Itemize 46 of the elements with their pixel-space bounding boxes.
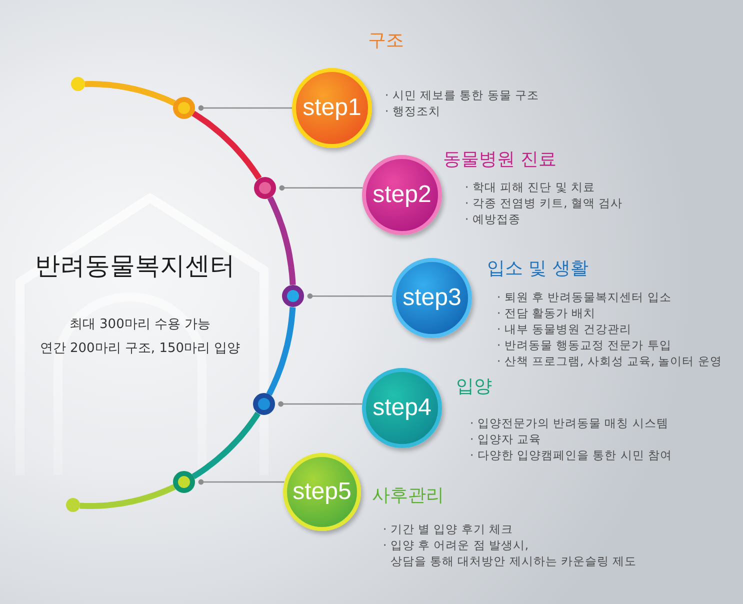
step-heading: 사후관리: [372, 484, 444, 508]
arc-line: [266, 307, 296, 396]
connector-line: [198, 479, 284, 485]
arc-line: [80, 484, 176, 509]
connector-line: [198, 105, 292, 111]
bullet-item: · 입양 후 어려운 점 발생시, 상담을 통해 대처방안 제시하는 카운슬링 제도: [383, 537, 637, 569]
connector-line: [278, 401, 362, 407]
arc-line: [192, 110, 262, 180]
bullet-item: · 예방접종: [465, 211, 520, 227]
end-dot: [71, 77, 85, 92]
ring-dot: [282, 285, 304, 308]
bullet-item: · 각종 전염병 키트, 혈액 검사: [465, 195, 623, 211]
bullet-item: · 내부 동물병원 건강관리: [497, 321, 632, 337]
step-heading: 동물병원 진료: [443, 148, 557, 172]
bullet-item: · 다양한 입양캠페인을 통한 시민 참여: [470, 447, 672, 463]
step-heading: 입양: [456, 375, 492, 399]
note-text: 최대 300마리 수용 가능: [69, 316, 211, 334]
ring-dot: [173, 97, 195, 119]
ring-dot: [252, 393, 275, 415]
note-text: 연간 200마리 구조, 150마리 입양: [40, 340, 240, 358]
bullet-item: · 반려동물 행동교정 전문가 투입: [497, 337, 672, 353]
step-heading: 구조: [368, 29, 404, 53]
step-circle: step3: [392, 258, 472, 338]
bullet-item: · 입양전문가의 반려동물 매칭 시스템: [470, 415, 668, 431]
bullet-item: · 입양자 교육: [470, 431, 541, 447]
bullet-item: · 기간 별 입양 후기 체크: [383, 521, 513, 537]
title: 반려동물복지센터: [35, 250, 235, 282]
bullet-item: · 학대 피해 진단 및 치료: [465, 179, 595, 195]
bullet-item: · 시민 제보를 통한 동물 구조: [385, 87, 539, 103]
arc-line: [267, 196, 296, 286]
bullet-item: · 산책 프로그램, 사회성 교육, 놀이터 운영: [497, 353, 722, 369]
step-heading: 입소 및 생활: [487, 257, 588, 281]
end-dot: [66, 498, 80, 512]
step-circle: step4: [362, 368, 442, 448]
arc-line: [84, 81, 176, 106]
ring-dot: [254, 176, 276, 199]
bullet-item: · 퇴원 후 반려동물복지센터 입소: [497, 289, 672, 305]
bullet-item: · 행정조치: [385, 103, 440, 119]
step-circle: step2: [362, 155, 442, 235]
step-circle: step1: [292, 68, 372, 148]
step-circle: step5: [283, 453, 361, 531]
ring-dot: [173, 471, 195, 493]
connector-line: [279, 185, 363, 191]
arc-line: [192, 412, 260, 480]
connector-line: [307, 293, 392, 299]
bullet-item: · 전담 활동가 배치: [497, 305, 596, 321]
